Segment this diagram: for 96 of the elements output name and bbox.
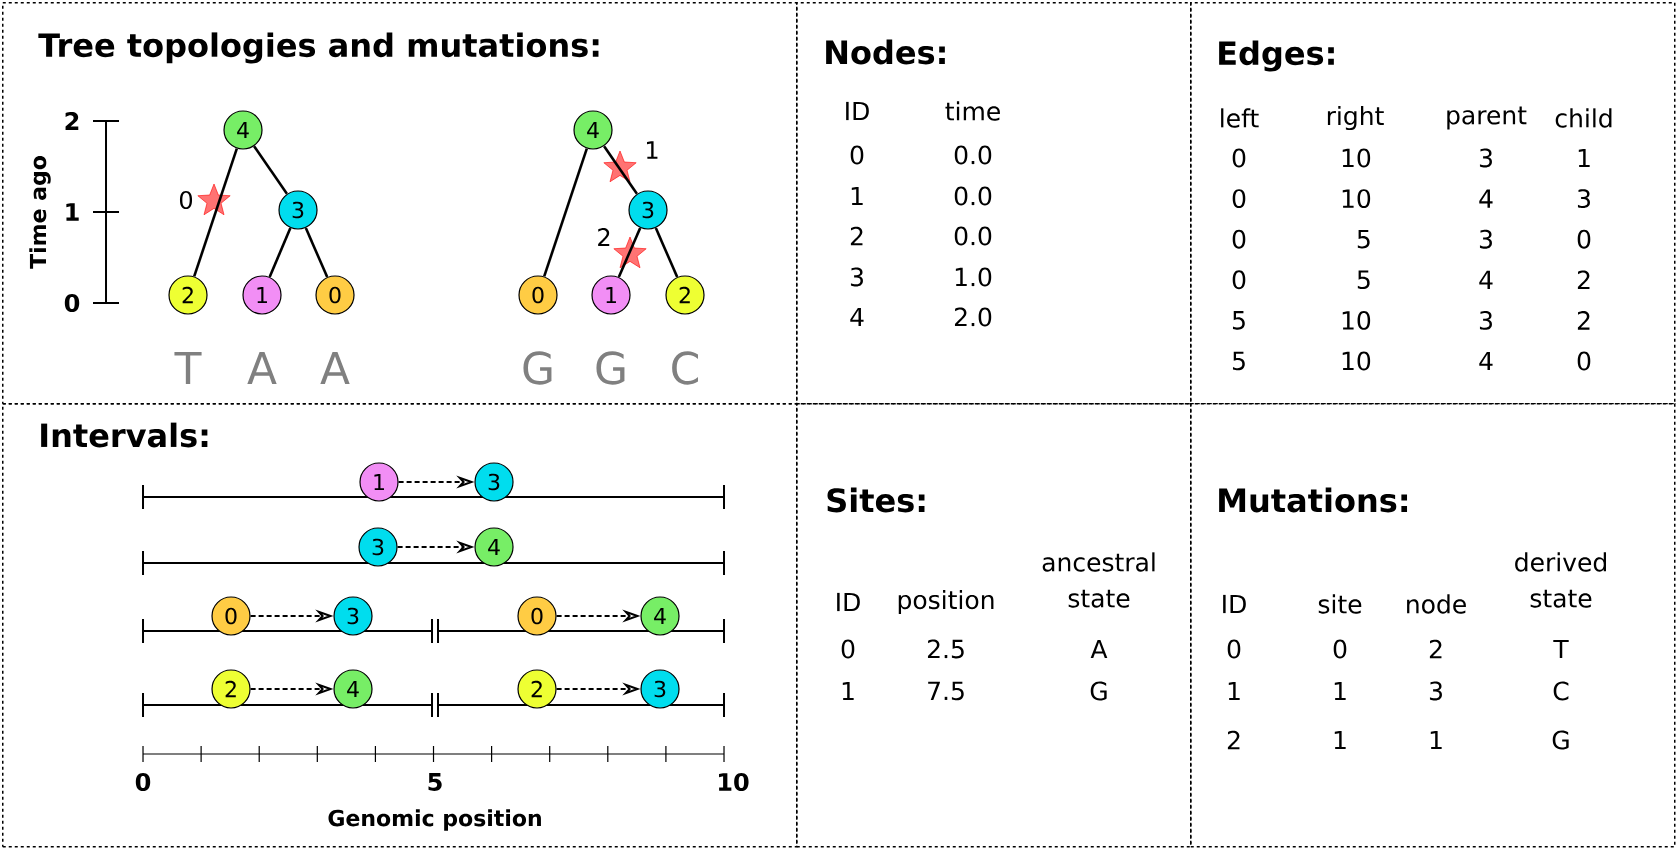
table-cell: 5 — [1357, 270, 1370, 290]
axis-tick-label: 10 — [719, 772, 749, 792]
table-cell: 4 — [1479, 270, 1493, 289]
table-cell: 2.5 — [927, 639, 964, 659]
table-cell: ID — [1223, 594, 1246, 614]
table-cell: T — [1553, 639, 1569, 659]
table-cell: 0 — [850, 145, 864, 165]
allele-letter: T — [174, 351, 202, 385]
table-cell: ID — [837, 592, 860, 612]
table-cell: 1 — [1334, 681, 1346, 701]
mutation-label: 2 — [598, 228, 610, 246]
axis-tick-label: 0 — [64, 293, 80, 313]
table-cell: 5 — [1233, 351, 1245, 371]
table-cell: 3 — [1577, 189, 1590, 209]
tree-branch — [304, 227, 329, 278]
table-cell: 0 — [1577, 229, 1591, 249]
table-cell: 3 — [1479, 148, 1492, 168]
table-cell: 0 — [1232, 270, 1246, 290]
tree-branch — [603, 145, 638, 195]
table-cell: 0 — [841, 639, 855, 659]
table-cell: 3 — [1479, 229, 1492, 249]
allele-letter: A — [247, 351, 277, 385]
table-cell: 10 — [1342, 189, 1371, 209]
table-cell: node — [1407, 594, 1466, 614]
table-cell: right — [1327, 105, 1384, 131]
table-cell: 3 — [850, 267, 863, 287]
table-cell: 7.5 — [928, 681, 964, 701]
panel-heading: Edges: — [1219, 40, 1334, 72]
table-cell: 2 — [850, 226, 863, 246]
table-cell: 4 — [850, 307, 864, 327]
table-cell: 5 — [1233, 311, 1245, 330]
panel-heading: Nodes: — [826, 39, 945, 65]
table-cell: 1 — [1228, 681, 1240, 701]
table-cell: 10 — [1342, 310, 1371, 330]
table-cell: 1 — [842, 681, 854, 701]
tree-branch — [192, 148, 239, 277]
allele-letter: A — [320, 351, 350, 385]
allele-letter: C — [672, 351, 698, 385]
table-cell: 2 — [1577, 270, 1590, 290]
table-cell: 0 — [1577, 351, 1591, 371]
tree-branch — [654, 227, 679, 278]
table-cell: A — [1090, 639, 1108, 659]
allele-letter: G — [596, 351, 625, 385]
axis-tick-label: 5 — [428, 773, 442, 791]
axis-title: Time ago — [29, 156, 51, 269]
table-cell: 2.0 — [954, 307, 992, 327]
table-cell: 0 — [1232, 229, 1246, 249]
table-cell: time — [945, 101, 1000, 121]
axis-tick-label: 2 — [65, 112, 79, 130]
table-cell: G — [1090, 681, 1107, 701]
table-cell: 3 — [1429, 681, 1442, 701]
panel-heading: Intervals: — [41, 422, 208, 448]
table-cell: C — [1553, 681, 1569, 701]
table-cell: 5 — [1357, 229, 1370, 249]
table-cell: position — [898, 589, 994, 615]
tree-branch — [617, 227, 642, 278]
table-cell: site — [1318, 594, 1362, 614]
table-cell: 1 — [1430, 730, 1442, 750]
panel-heading: Tree topologies and mutations: — [38, 32, 599, 64]
table-cell: 4 — [1479, 351, 1493, 371]
tree-branch — [268, 227, 292, 278]
table-cell: 3 — [1479, 310, 1492, 330]
table-cell: ID — [846, 101, 869, 121]
table-cell: 4 — [1479, 189, 1493, 208]
table-cell: 2 — [1429, 639, 1442, 659]
table-cell: child — [1555, 108, 1612, 128]
table-cell: 1.0 — [955, 267, 992, 287]
table-cell: 1 — [851, 186, 863, 206]
table-header: ancestral state — [1042, 552, 1155, 608]
table-cell: 0 — [1232, 148, 1246, 168]
allele-letter: G — [523, 351, 552, 385]
table-cell: 0 — [1227, 639, 1241, 659]
table-cell: 0.0 — [954, 145, 992, 165]
table-cell: 2 — [1577, 311, 1590, 330]
tree-branch — [253, 145, 288, 195]
table-cell: 0.0 — [954, 186, 992, 206]
mutation-label: 1 — [647, 141, 658, 159]
tree-branch — [542, 148, 589, 277]
table-cell: 10 — [1342, 148, 1371, 168]
axis-tick-label: 0 — [135, 772, 151, 792]
table-cell: 0.0 — [954, 226, 992, 246]
axis-title: Genomic position — [328, 809, 541, 831]
table-cell: parent — [1447, 106, 1527, 130]
table-cell: 0 — [1333, 639, 1347, 659]
table-cell: G — [1552, 730, 1569, 750]
panel-heading: Sites: — [827, 487, 925, 513]
table-header: derived state — [1515, 552, 1606, 608]
table-cell: 1 — [1334, 730, 1346, 750]
table-cell: 2 — [1227, 730, 1240, 750]
table-cell: 1 — [1578, 148, 1590, 168]
panel-heading: Mutations: — [1219, 487, 1408, 513]
mutation-label: 0 — [179, 190, 193, 210]
table-cell: 10 — [1342, 351, 1371, 371]
table-cell: 0 — [1232, 189, 1246, 209]
table-cell: left — [1221, 108, 1259, 128]
axis-tick-label: 1 — [66, 203, 79, 221]
